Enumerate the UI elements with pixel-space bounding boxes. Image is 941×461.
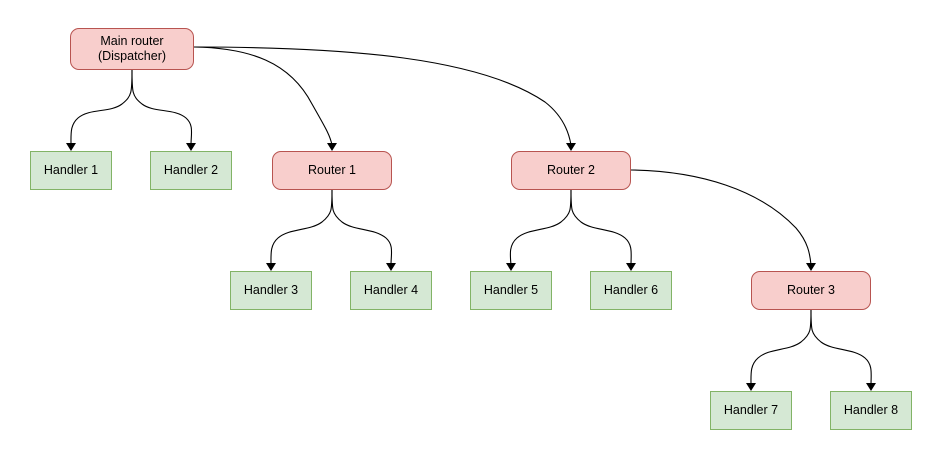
node-label-router-2: Router 2 — [547, 163, 595, 177]
arrow-router-3-icon — [806, 263, 816, 271]
node-label-main-router: Main router (Dispatcher) — [97, 34, 167, 63]
arrow-handler-7-icon — [746, 383, 756, 391]
node-handler-2[interactable]: Handler 2 — [150, 151, 232, 190]
edge-router3-to-handler-8 — [810, 309, 872, 386]
edge-main-to-router-1 — [193, 46, 333, 146]
arrow-handler-2-icon — [186, 143, 196, 151]
arrow-router-2-icon — [566, 143, 576, 151]
node-label-router-3: Router 3 — [787, 283, 835, 297]
node-label-handler-6: Handler 6 — [603, 283, 659, 297]
arrow-handler-5-icon — [506, 263, 516, 271]
node-handler-5[interactable]: Handler 5 — [470, 271, 552, 310]
node-handler-6[interactable]: Handler 6 — [590, 271, 672, 310]
node-label-handler-7: Handler 7 — [723, 403, 779, 417]
arrow-router-1-icon — [327, 143, 337, 151]
node-label-handler-5: Handler 5 — [483, 283, 539, 297]
node-handler-3[interactable]: Handler 3 — [230, 271, 312, 310]
edge-main-to-handler-1 — [70, 69, 133, 146]
node-label-handler-3: Handler 3 — [243, 283, 299, 297]
edge-router3-to-handler-7 — [750, 309, 812, 386]
node-label-handler-8: Handler 8 — [843, 403, 899, 417]
edge-main-to-router-2 — [193, 46, 572, 146]
node-label-router-1: Router 1 — [308, 163, 356, 177]
edge-router2-to-router-3 — [630, 169, 812, 266]
edge-main-to-handler-2 — [131, 69, 193, 146]
arrow-handler-6-icon — [626, 263, 636, 271]
node-handler-7[interactable]: Handler 7 — [710, 391, 792, 430]
node-label-handler-2: Handler 2 — [163, 163, 219, 177]
arrow-handler-3-icon — [266, 263, 276, 271]
edge-router1-to-handler-3 — [270, 189, 333, 266]
edge-router2-to-handler-5 — [509, 189, 572, 266]
node-handler-8[interactable]: Handler 8 — [830, 391, 912, 430]
node-handler-4[interactable]: Handler 4 — [350, 271, 432, 310]
node-router-1[interactable]: Router 1 — [272, 151, 392, 190]
node-router-3[interactable]: Router 3 — [751, 271, 871, 310]
node-handler-1[interactable]: Handler 1 — [30, 151, 112, 190]
edge-router1-to-handler-4 — [331, 189, 393, 266]
arrow-handler-1-icon — [66, 143, 76, 151]
node-router-2[interactable]: Router 2 — [511, 151, 631, 190]
node-main-router[interactable]: Main router (Dispatcher) — [70, 28, 194, 70]
edge-router2-to-handler-6 — [570, 189, 632, 266]
arrow-handler-8-icon — [866, 383, 876, 391]
node-label-handler-4: Handler 4 — [363, 283, 419, 297]
node-label-handler-1: Handler 1 — [43, 163, 99, 177]
arrow-handler-4-icon — [386, 263, 396, 271]
